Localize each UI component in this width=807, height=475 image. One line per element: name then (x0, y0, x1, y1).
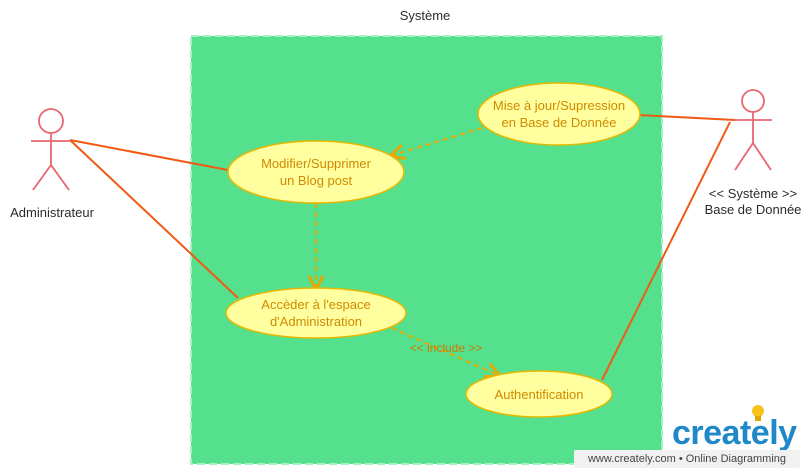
association-db-auth[interactable] (601, 121, 731, 381)
association-admin-modifier[interactable] (69, 139, 229, 171)
usecase-acceder-line2: d'Administration (269, 314, 363, 329)
usecase-acceder[interactable]: Accèder à l'espace d'Administration (226, 288, 406, 338)
dependency-maj-modifier[interactable] (390, 127, 483, 156)
usecase-maj-shape[interactable] (477, 82, 641, 146)
association-admin-acceder[interactable] (69, 139, 239, 299)
actor-db-stereotype: << Système >> (708, 186, 798, 201)
usecase-modifier-shape[interactable] (227, 140, 405, 204)
usecase-auth[interactable]: Authentification (466, 371, 612, 417)
usecase-modifier-line2: un Blog post (279, 173, 353, 188)
actor-admin-label: Administrateur (10, 205, 94, 220)
association-db-maj[interactable] (637, 114, 736, 121)
actor-db-label: << Système >> Base de Donnée (690, 186, 807, 218)
actor-admin-icon[interactable] (31, 108, 71, 191)
usecase-acceder-line1: Accèder à l'espace (261, 297, 371, 312)
usecase-auth-shape[interactable] (465, 370, 613, 418)
lightbulb-icon (752, 405, 764, 421)
usecase-maj-line2: en Base de Donnée (501, 115, 617, 130)
actor-db-name: Base de Donnée (704, 202, 802, 217)
usecase-maj[interactable]: Mise à jour/Supression en Base de Donnée (478, 83, 640, 145)
usecase-modifier-line1: Modifier/Supprimer (261, 156, 371, 171)
usecase-auth-line1: Authentification (494, 386, 584, 402)
actor-db-icon[interactable] (734, 89, 772, 171)
usecase-modifier[interactable]: Modifier/Supprimer un Blog post (228, 141, 404, 203)
usecase-maj-line1: Mise à jour/Supression (492, 98, 626, 113)
creately-logo[interactable]: creately (672, 414, 797, 452)
include-label: << include >> (409, 341, 483, 355)
usecase-acceder-shape[interactable] (225, 287, 407, 339)
include-acceder-auth[interactable] (391, 327, 500, 376)
system-title: Système (399, 8, 451, 23)
footer-link[interactable]: www.creately.com • Online Diagramming (574, 450, 800, 468)
